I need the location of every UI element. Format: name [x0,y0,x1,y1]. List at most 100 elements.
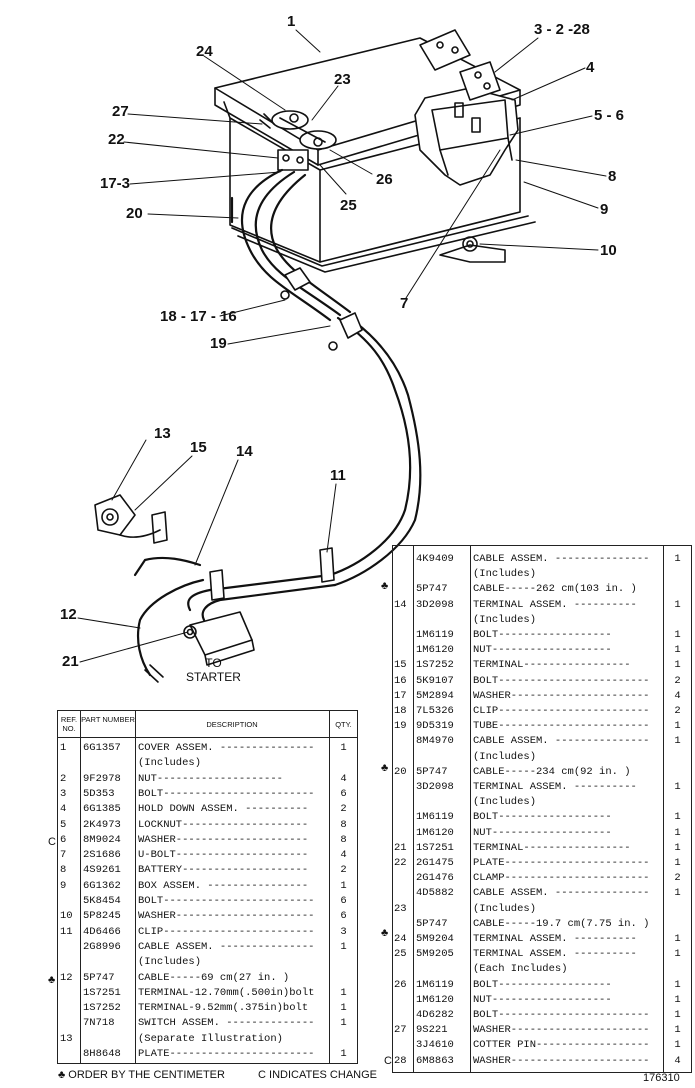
ref-no-cell: 6 [60,833,67,846]
part-row: 1M6120 NUT-------------------1 [393,993,691,1008]
part-row: 1M6120 NUT-------------------1 [393,826,691,841]
part-row: 23 (Includes) [393,902,691,917]
ref-no-cell: 24 [394,933,407,945]
quantity-cell: 2 [340,864,347,877]
part-number-cell: 5M9205 [416,948,454,961]
description-cell: (Includes) [473,613,537,626]
battery-cutaway [414,87,519,186]
ref-no-header: REF. NO. [60,715,78,733]
quantity-cell: 4 [340,849,347,862]
callout-label: 12 [60,606,77,623]
part-number-cell: 1S7252 [416,659,454,672]
description-cell: WASHER---------------------- [138,910,315,923]
part-row: 1M6119 BOLT------------------1 [393,628,691,643]
leader-lines [77,29,607,663]
description-cell: TUBE------------------------ [473,720,650,733]
ref-no-cell: 22 [394,857,407,869]
description-cell: TERMINAL ASSEM. ---------- [473,781,637,793]
description-cell: U-BOLT--------------------- [138,849,309,862]
starter-terminal [144,611,255,683]
callout-label: 4 [586,59,595,76]
description-cell: (Includes) [473,750,537,763]
quantity-cell: 6 [340,787,347,800]
description-cell: (Includes) [138,956,202,969]
part-row: (Each Includes) [393,962,691,977]
ref-no-cell: 3 [60,787,67,800]
part-row: (Includes) [393,750,691,765]
description-cell: CLIP------------------------ [138,925,315,938]
quantity-cell: 1 [674,857,681,869]
ref-no-cell: 8 [60,864,67,877]
quantity-cell: 1 [674,659,681,672]
part-row: 3D2098 TERMINAL ASSEM. ----------1 [393,780,691,795]
order-by-centimeter-note: ♣ ORDER BY THE CENTIMETER [58,1069,225,1081]
centimeter-mark: ♣ [48,974,56,986]
description-cell: BOLT------------------ [473,978,612,991]
callout-label: 19 [210,335,227,352]
quantity-cell: 1 [674,644,681,657]
part-number-cell: 6G1385 [83,803,121,816]
part-number-cell: 1M6119 [416,629,454,641]
quantity-cell: 1 [674,993,681,1006]
description-cell: (Includes) [473,902,537,915]
switch-assembly [94,494,161,538]
description-cell: TERMINAL----------------- [473,841,631,854]
description-cell: BOLT------------------ [473,629,612,641]
description-cell: BOLT------------------------ [138,787,315,800]
quantity-cell: 1 [674,933,681,945]
part-number-cell: 1M6120 [416,993,454,1006]
footer-notes: ♣ ORDER BY THE CENTIMETER C INDICATES CH… [58,1069,407,1081]
centimeter-mark: ♣ [381,927,389,939]
ref-no-cell: 7 [60,849,67,862]
quantity-cell: 1 [674,720,681,733]
ref-no-cell: 18 [394,705,407,717]
description-cell: BOLT------------------ [473,811,612,824]
part-row: 1M6119 BOLT------------------1 [393,810,691,825]
ref-no-cell: 23 [394,902,407,915]
indicates-change-note: C INDICATES CHANGE [258,1069,377,1081]
ref-no-cell: 27 [394,1024,407,1037]
part-row: 1M6120 NUT-------------------1 [393,643,691,658]
quantity-cell: 1 [340,742,347,754]
quantity-cell: 1 [674,811,681,824]
description-cell: (Separate Illustration) [138,1032,283,1045]
cable-bundle [133,168,422,677]
description-cell: TERMINAL-12.70mm(.500in)bolt [138,986,315,999]
ref-no-cell: 4 [60,803,67,816]
part-number-cell: 5P747 [416,765,448,778]
part-number-cell: 8M9024 [83,833,121,846]
part-number-header: PART NUMBER [81,715,135,724]
terminal-connections [259,110,337,171]
part-number-cell: 2S1686 [83,849,121,862]
callout-label: 15 [190,439,207,456]
description-cell: (Includes) [473,568,537,581]
centimeter-mark: ♣ [381,580,389,592]
description-cell: WASHER--------------------- [138,833,309,846]
callout-label: 11 [330,467,346,484]
description-cell: COTTER PIN------------------ [473,1039,650,1052]
qty-header: QTY. [335,720,352,729]
description-cell: CABLE ASSEM. --------------- [138,940,315,953]
part-number-cell: 3D2098 [416,781,454,793]
part-number-cell: 4K9409 [416,553,454,565]
part-number-cell: 5M9204 [416,933,454,945]
